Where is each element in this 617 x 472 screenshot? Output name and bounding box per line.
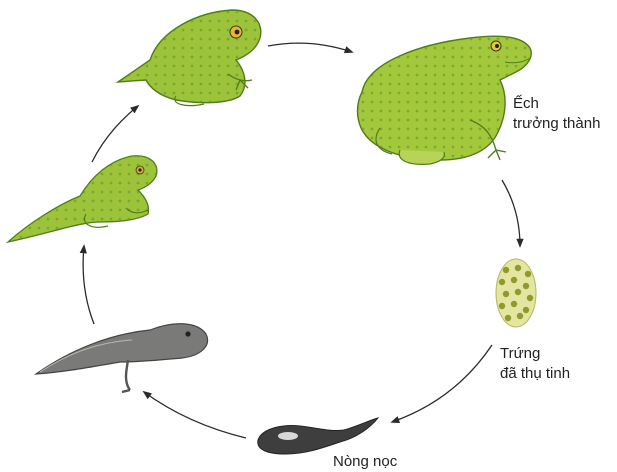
fertilized-eggs-illustration (496, 259, 536, 327)
arrow-legged-tadpole-to-froglet (83, 246, 94, 324)
froglet-illustration (8, 156, 157, 242)
arrow-adult-to-eggs (502, 180, 520, 246)
arrow-froglet-to-young-frog (92, 106, 138, 162)
legged-tadpole-illustration (36, 324, 208, 392)
eggs-label: Trứng đã thụ tinh (500, 344, 570, 384)
adult-frog-label-line2: trưởng thành (513, 114, 600, 134)
adult-frog-illustration (358, 36, 532, 164)
tadpole-label: Nòng nọc (333, 452, 397, 472)
adult-frog-label: Ếch trưởng thành (513, 94, 600, 134)
eggs-label-line1: Trứng (500, 344, 570, 364)
tadpole-label-line1: Nòng nọc (333, 452, 397, 472)
adult-frog-label-line1: Ếch (513, 94, 600, 114)
eggs-label-line2: đã thụ tinh (500, 364, 570, 384)
young-frog-illustration (118, 10, 261, 106)
arrow-young-to-adult (268, 43, 352, 52)
arrow-tadpole-to-legged-tadpole (144, 392, 246, 438)
tadpole-illustration (258, 418, 378, 454)
arrow-eggs-to-tadpole (392, 345, 492, 422)
